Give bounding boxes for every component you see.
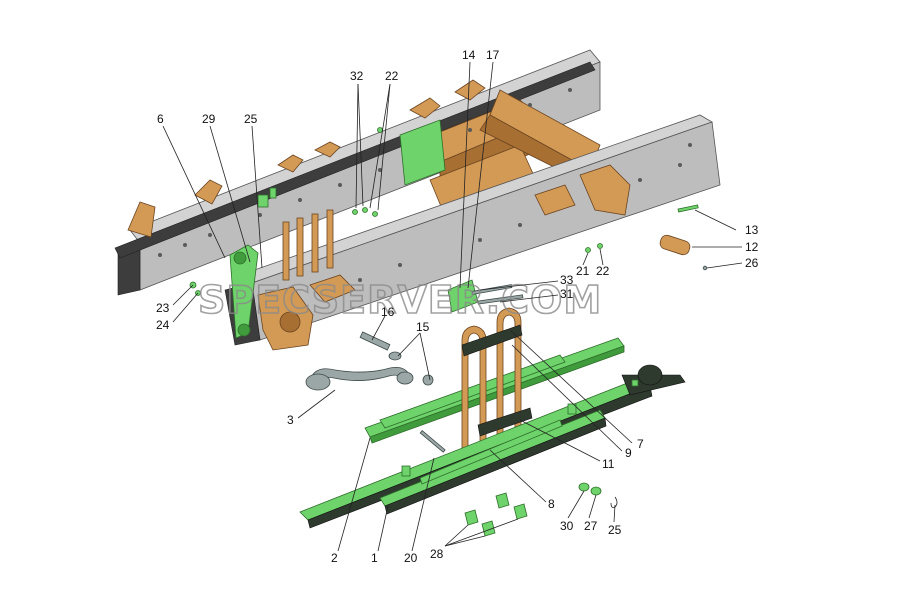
callout-11: 11 — [602, 457, 615, 471]
callout-33: 33 — [560, 273, 574, 287]
leaf-spring-lower — [299, 364, 686, 529]
callout-12: 12 — [745, 240, 759, 254]
callout-32: 32 — [350, 69, 364, 83]
watermark: SPECSERVER.COM — [198, 278, 602, 322]
callout-14: 14 — [462, 48, 476, 62]
callout-25: 25 — [608, 523, 622, 537]
callout-27: 27 — [584, 519, 598, 533]
u-bolts — [461, 307, 533, 458]
callout-24: 24 — [156, 318, 170, 332]
parts-13-12-26 — [585, 204, 708, 271]
callout-22: 22 — [596, 264, 610, 278]
callout-29: 29 — [202, 112, 216, 126]
callout-labels: 32 22 14 17 6 29 25 13 12 21 22 26 33 31… — [156, 48, 759, 565]
callout-23: 23 — [156, 301, 170, 315]
callout-2: 2 — [331, 551, 338, 565]
callout-8: 8 — [548, 497, 555, 511]
callout-31: 31 — [560, 287, 574, 301]
frame-brackets — [127, 79, 631, 351]
leader-lines — [162, 61, 743, 552]
callout-25: 25 — [244, 112, 258, 126]
callout-20: 20 — [404, 551, 418, 565]
pin-20 — [419, 430, 446, 453]
callout-30: 30 — [560, 519, 574, 533]
stabilizer-bar — [305, 366, 434, 391]
rubber-pads-28 — [464, 492, 528, 537]
callout-7: 7 — [637, 437, 644, 451]
callout-3: 3 — [287, 413, 294, 427]
bolt-16 — [359, 331, 402, 361]
callout-22: 22 — [385, 69, 399, 83]
callout-6: 6 — [157, 112, 164, 126]
callout-1: 1 — [371, 551, 378, 565]
callout-21: 21 — [576, 264, 590, 278]
callout-28: 28 — [430, 547, 444, 561]
bolts-32-22 — [352, 127, 383, 217]
callout-17: 17 — [486, 48, 500, 62]
callout-26: 26 — [745, 256, 759, 270]
spring-hangers — [282, 209, 334, 281]
shock-link — [229, 187, 277, 339]
callout-16: 16 — [381, 305, 395, 319]
callout-15: 15 — [416, 320, 430, 334]
nuts-30-27 — [578, 482, 618, 508]
callout-13: 13 — [745, 223, 759, 237]
callout-9: 9 — [625, 446, 632, 460]
spring-bracket-14 — [447, 279, 524, 313]
